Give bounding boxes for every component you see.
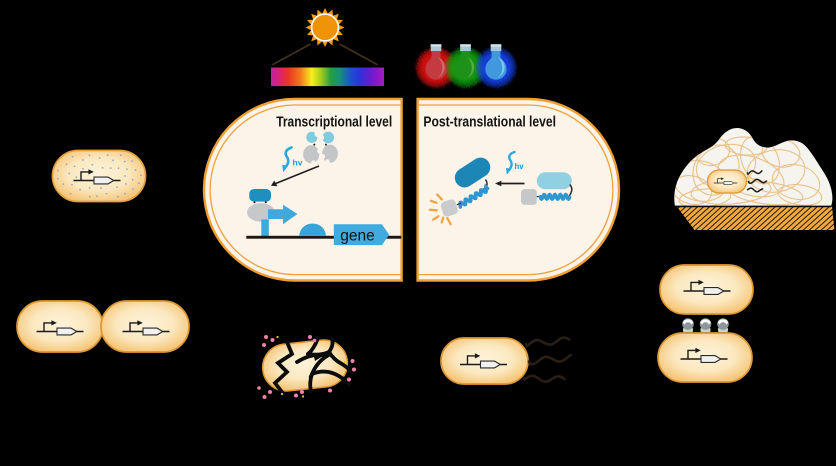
svg-text:hv: hv [515, 162, 525, 171]
svg-text:Post-translational level: Post-translational level [423, 114, 556, 131]
svg-text:hv: hv [293, 158, 303, 168]
svg-text:gene: gene [340, 227, 375, 244]
svg-text:Transcriptional level: Transcriptional level [276, 114, 392, 131]
